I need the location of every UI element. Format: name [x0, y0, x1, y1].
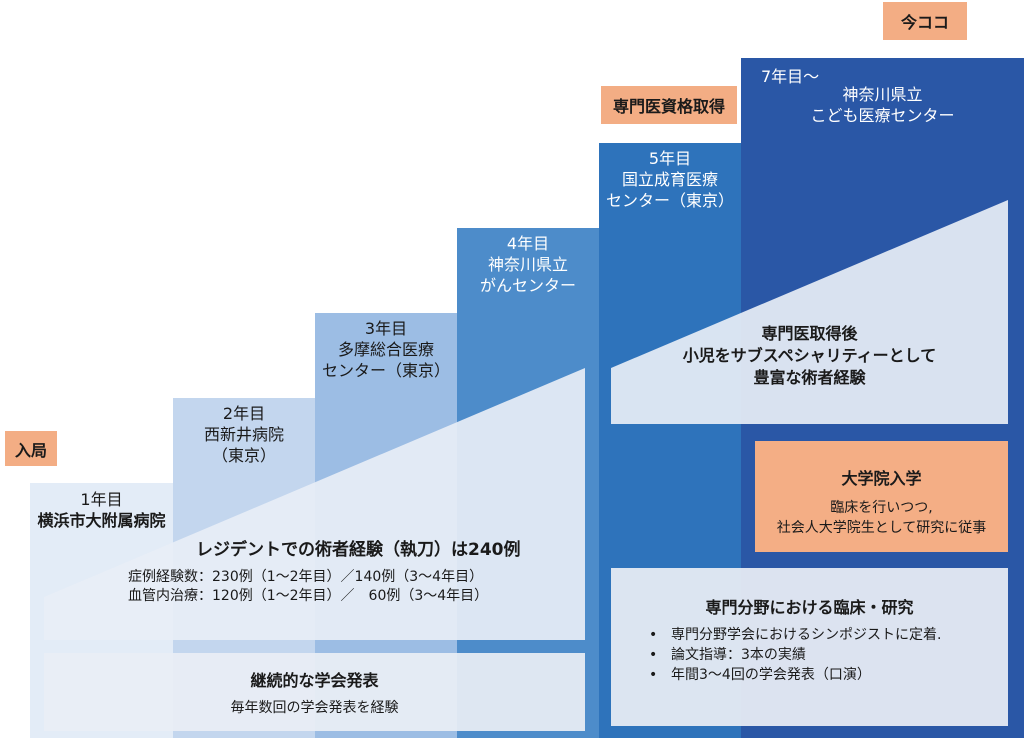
- grad-school-title: 大学院入学: [841, 469, 922, 488]
- step-year7-hospital-2: こども医療センター: [810, 106, 955, 125]
- entry-badge: 入局: [5, 431, 57, 466]
- residency-endovascular: 血管内治療：120例（1〜2年目）／ 60例（3〜4年目）: [128, 588, 489, 604]
- post-specialist-line3: 豊富な術者経験: [753, 368, 866, 387]
- research-item: •専門分野学会におけるシンポジストに定着.: [649, 627, 942, 643]
- grad-school-line1: 臨床を行いつつ,: [830, 500, 933, 516]
- research-list: •専門分野学会におけるシンポジストに定着. •論文指導：3本の実績 •年間3〜4…: [649, 625, 941, 685]
- step-year7-hospital: 神奈川県立: [842, 85, 923, 104]
- step-year1-hospital: 横浜市大附属病院: [37, 511, 166, 530]
- specialist-badge: 専門医資格取得: [601, 86, 737, 124]
- grad-school-card: 大学院入学 臨床を行いつつ, 社会人大学院生として研究に従事: [755, 441, 1008, 552]
- step-year3-label: 3年目: [364, 319, 408, 338]
- conference-title: 継続的な学会発表: [250, 671, 379, 690]
- step-year2-label: 2年目: [222, 404, 266, 423]
- residency-title: レジデントでの術者経験（執刀）は240例: [196, 540, 521, 560]
- research-card: 専門分野における臨床・研究 •専門分野学会におけるシンポジストに定着. •論文指…: [611, 568, 1008, 726]
- bullet-icon: •: [649, 647, 658, 663]
- research-item: •論文指導：3本の実績: [649, 647, 806, 663]
- step-year4-hospital-2: がんセンター: [479, 276, 576, 295]
- conference-card: 継続的な学会発表 毎年数回の学会発表を経験: [44, 653, 585, 731]
- step-year3-hospital: 多摩総合医療: [337, 340, 434, 359]
- step-year5-label: 5年目: [648, 149, 692, 168]
- step-year2-location: （東京）: [211, 446, 276, 465]
- step-year1-label: 1年目: [80, 490, 123, 509]
- now-badge: 今ココ: [883, 2, 967, 40]
- residency-wedge-shape: [44, 368, 585, 640]
- conference-subtitle: 毎年数回の学会発表を経験: [230, 700, 399, 716]
- residency-case-count: 症例経験数：230例（1〜2年目）／140例（3〜4年目）: [128, 569, 484, 585]
- step-year3-location: センター（東京）: [321, 361, 450, 380]
- grad-school-line2: 社会人大学院生として研究に従事: [776, 520, 987, 536]
- post-specialist-line1: 専門医取得後: [761, 324, 858, 343]
- post-specialist-text: 専門医取得後 小児をサブスペシャリティーとして 豊富な術者経験: [611, 323, 1008, 389]
- step-year4-label: 4年目: [506, 234, 550, 253]
- step-year5-hospital: 国立成育医療: [621, 170, 718, 189]
- step-year5-location: センター（東京）: [605, 191, 734, 210]
- step-year7-label: 7年目〜: [761, 67, 820, 86]
- research-title: 専門分野における臨床・研究: [705, 598, 914, 617]
- post-specialist-line2: 小児をサブスペシャリティーとして: [682, 346, 937, 365]
- step-year2-hospital: 西新井病院: [203, 425, 284, 444]
- bullet-icon: •: [649, 667, 658, 683]
- research-item: •年間3〜4回の学会発表（口演）: [649, 667, 871, 683]
- step-year4-hospital: 神奈川県立: [487, 255, 568, 274]
- post-specialist-wedge-shape: [611, 200, 1008, 424]
- bullet-icon: •: [649, 627, 658, 643]
